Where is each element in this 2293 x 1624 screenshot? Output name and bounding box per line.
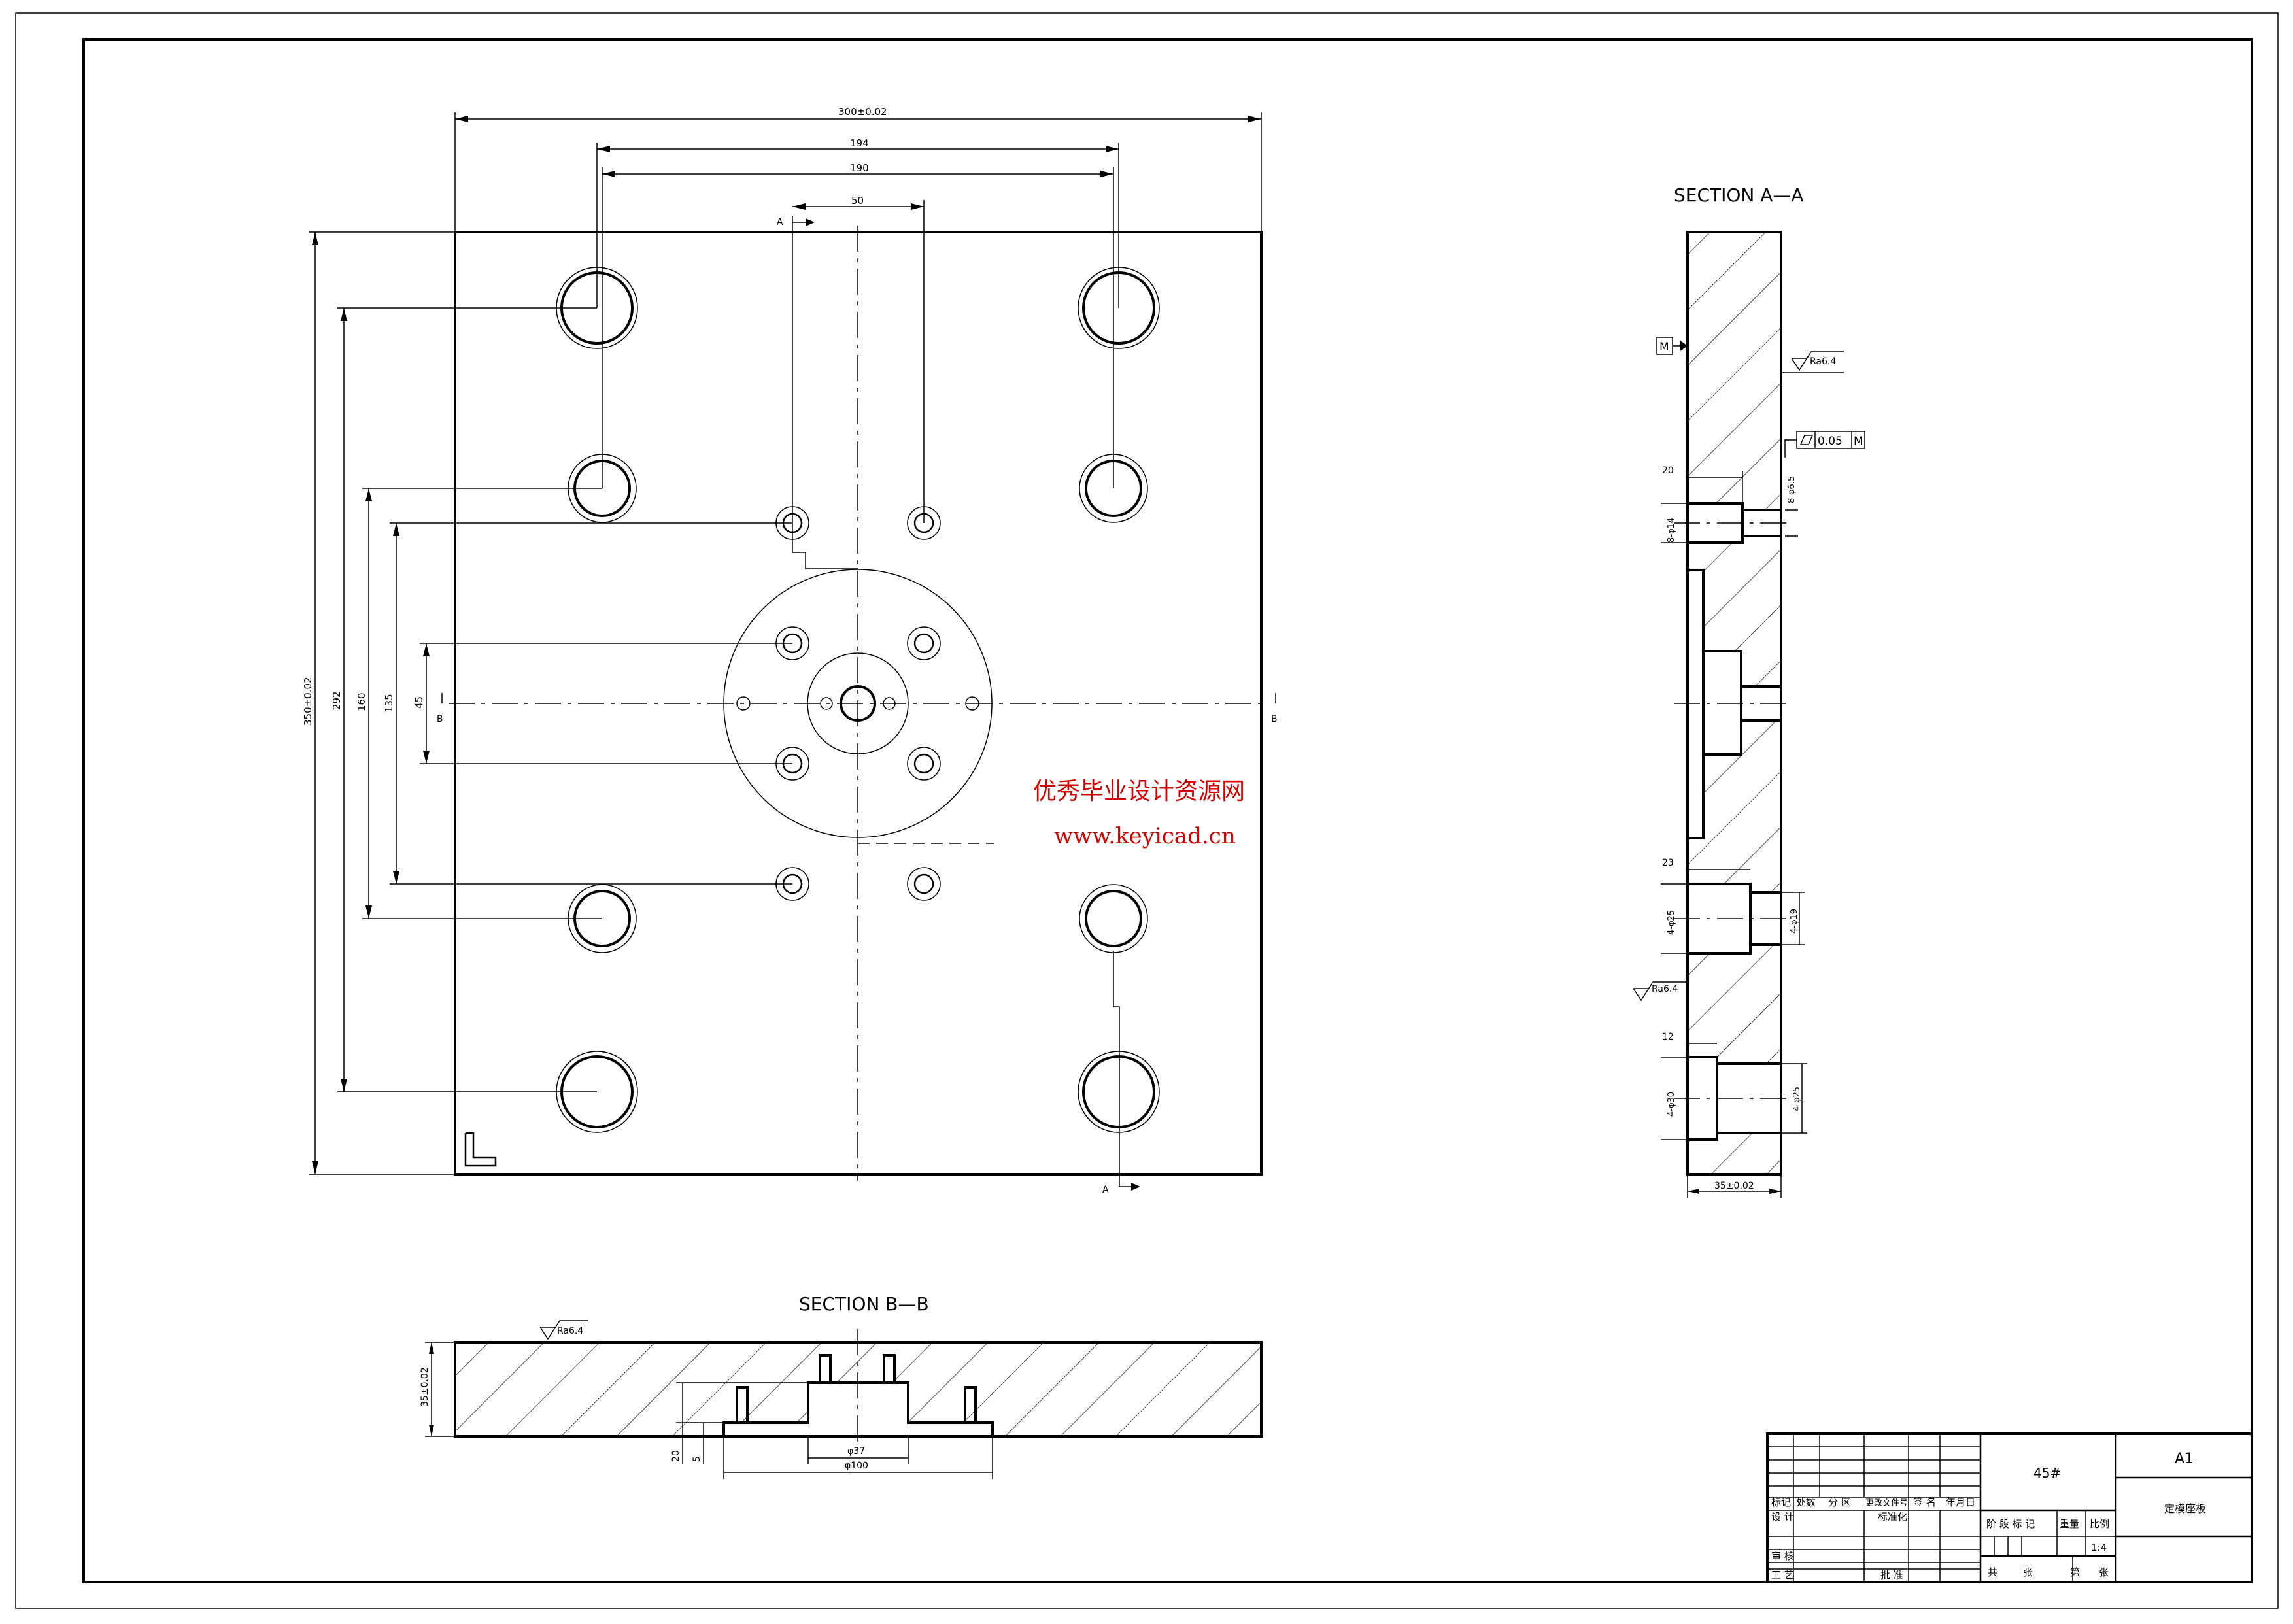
main-view: A A B B 300±0.02 194 xyxy=(302,106,1278,1195)
svg-text:标准化: 标准化 xyxy=(1878,1511,1907,1523)
svg-text:审 核: 审 核 xyxy=(1771,1550,1794,1562)
svg-text:Ra6.4: Ra6.4 xyxy=(557,1326,583,1336)
dim-135: 135 xyxy=(383,522,792,885)
dim-350: 350±0.02 xyxy=(302,231,455,1175)
svg-text:350±0.02: 350±0.02 xyxy=(302,677,314,726)
section-bb-title: SECTION B—B xyxy=(799,1293,929,1315)
dim-190: 190 xyxy=(602,162,1114,488)
ra-symbol-aa: Ra6.4 xyxy=(1781,351,1844,373)
ra-symbol-bb: Ra6.4 xyxy=(539,1320,588,1340)
svg-text:35±0.02: 35±0.02 xyxy=(1714,1181,1754,1191)
dim-292: 292 xyxy=(331,307,597,1092)
datum-m-label: M xyxy=(1659,341,1669,354)
outer-border xyxy=(15,12,2279,1609)
svg-text:45: 45 xyxy=(413,696,425,709)
svg-text:300±0.02: 300±0.02 xyxy=(838,106,887,118)
svg-text:第: 第 xyxy=(2070,1566,2080,1578)
corner-l-mark xyxy=(464,1132,497,1167)
svg-text:更改文件号: 更改文件号 xyxy=(1865,1498,1908,1508)
svg-text:Ra6.4: Ra6.4 xyxy=(1652,984,1678,994)
svg-text:年月日: 年月日 xyxy=(1946,1497,1975,1508)
svg-text:20: 20 xyxy=(671,1450,681,1462)
flatness-frame: 0.05 M xyxy=(1784,431,1865,458)
aa-dim-20: 20 xyxy=(1662,465,1743,503)
dim-194: 194 xyxy=(596,137,1119,308)
svg-text:50: 50 xyxy=(851,195,864,207)
dim-300: 300±0.02 xyxy=(454,106,1262,232)
section-aa-title: SECTION A—A xyxy=(1674,184,1804,206)
svg-text:23: 23 xyxy=(1662,858,1674,868)
svg-text:5: 5 xyxy=(692,1456,702,1462)
svg-text:8-φ14: 8-φ14 xyxy=(1667,518,1676,543)
material: 45# xyxy=(2033,1465,2061,1481)
svg-text:4-φ30: 4-φ30 xyxy=(1667,1092,1676,1117)
sheet-size: A1 xyxy=(2175,1451,2194,1467)
svg-text:292: 292 xyxy=(331,691,343,710)
section-a-bottom-label: A xyxy=(1102,1185,1109,1195)
part-name: 定模座板 xyxy=(2164,1502,2206,1515)
bb-dim-phi100: φ100 xyxy=(723,1436,993,1479)
svg-text:标记: 标记 xyxy=(1771,1497,1791,1508)
svg-text:190: 190 xyxy=(850,162,869,174)
section-a-top-label: A xyxy=(777,217,783,228)
svg-text:160: 160 xyxy=(356,692,367,711)
dim-50: 50 xyxy=(792,195,925,523)
bb-dim-phi37: φ37 xyxy=(807,1436,909,1464)
svg-text:签 名: 签 名 xyxy=(1913,1497,1936,1508)
svg-text:194: 194 xyxy=(850,137,869,149)
svg-text:12: 12 xyxy=(1662,1032,1674,1042)
bb-dim-20-5: 20 5 xyxy=(671,1382,808,1464)
svg-text:135: 135 xyxy=(383,694,395,713)
watermark-cn: 优秀毕业设计资源网 xyxy=(1033,778,1245,805)
svg-text:设 计: 设 计 xyxy=(1771,1511,1794,1523)
svg-text:35±0.02: 35±0.02 xyxy=(420,1367,430,1407)
svg-text:φ37: φ37 xyxy=(847,1446,865,1457)
title-block: 标记 处数 分 区 更改文件号 签 名 年月日 设 计 标准化 审 核 工 艺 … xyxy=(1766,1432,2253,1583)
screw-hole-mr2 xyxy=(1079,884,1148,953)
guide-hole-br xyxy=(1078,1051,1160,1133)
svg-text:M: M xyxy=(1854,435,1863,448)
locating-ring xyxy=(723,569,993,838)
section-a-path-bottom xyxy=(1113,951,1120,1187)
svg-text:共: 共 xyxy=(1988,1566,1997,1578)
svg-text:比例: 比例 xyxy=(2090,1518,2109,1530)
svg-text:φ100: φ100 xyxy=(845,1461,868,1471)
inner-frame xyxy=(82,38,2253,1583)
svg-text:分 区: 分 区 xyxy=(1828,1497,1851,1508)
svg-text:4-φ25: 4-φ25 xyxy=(1792,1087,1802,1111)
section-aa-view: SECTION A—A M xyxy=(1633,184,1865,1198)
svg-text:阶 段 标 记: 阶 段 标 记 xyxy=(1986,1518,2035,1530)
aa-dim-23: 23 4-φ25 4-φ19 xyxy=(1661,858,1805,954)
watermark-url: www.keyicad.cn xyxy=(1054,823,1236,849)
svg-text:4-φ19: 4-φ19 xyxy=(1790,909,1799,934)
svg-text:处数: 处数 xyxy=(1796,1497,1816,1508)
section-a-path-top xyxy=(792,216,858,569)
svg-text:工 艺: 工 艺 xyxy=(1771,1569,1794,1581)
bb-dim-35: 35±0.02 xyxy=(420,1342,455,1437)
dim-160: 160 xyxy=(356,488,602,919)
section-b-right-label: B xyxy=(1271,714,1278,724)
svg-text:张: 张 xyxy=(2099,1566,2109,1578)
section-bb-view: SECTION B—B Ra6.4 35±0.02 xyxy=(420,1293,1263,1479)
section-b-left-label: B xyxy=(437,714,443,724)
aa-dim-35: 35±0.02 xyxy=(1687,1174,1782,1198)
svg-text:Ra6.4: Ra6.4 xyxy=(1810,356,1836,367)
svg-text:8-φ6.5: 8-φ6.5 xyxy=(1787,476,1797,503)
svg-text:4-φ25: 4-φ25 xyxy=(1667,910,1676,935)
svg-text:重量: 重量 xyxy=(2060,1518,2079,1530)
svg-text:张: 张 xyxy=(2023,1566,2033,1578)
dim-45: 45 xyxy=(413,643,792,764)
ra-symbol-aa-left: Ra6.4 xyxy=(1633,981,1688,1002)
svg-text:批 准: 批 准 xyxy=(1880,1569,1903,1581)
svg-text:20: 20 xyxy=(1662,465,1674,476)
svg-text:0.05: 0.05 xyxy=(1818,435,1843,448)
scale-value: 1:4 xyxy=(2091,1542,2107,1553)
aa-dim-12: 12 4-φ30 4-φ25 xyxy=(1661,1032,1807,1140)
